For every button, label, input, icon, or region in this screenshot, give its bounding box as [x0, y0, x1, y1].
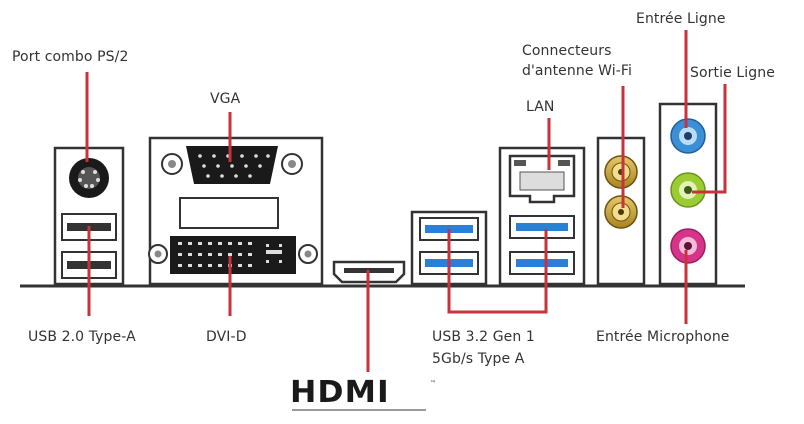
leader-line-out [692, 84, 727, 194]
hdmi-logo: HDMI ™ [290, 378, 438, 414]
leader-usb32 [447, 229, 548, 314]
hdmi-logo-text: HDMI [290, 375, 390, 410]
hdmi-logo-tagline-bar [292, 409, 426, 411]
leader-lines [85, 30, 727, 372]
wifi-antenna-block [596, 136, 646, 286]
label-dvid: DVI-D [206, 329, 247, 345]
label-ps2: Port combo PS/2 [12, 49, 129, 65]
label-wifi-line2: d'antenne Wi-Fi [522, 63, 632, 79]
lan-usb32-block [498, 146, 586, 286]
label-wifi-line1: Connecteurs [522, 43, 612, 59]
label-usb20: USB 2.0 Type-A [28, 329, 136, 345]
label-vga: VGA [210, 91, 241, 107]
label-mic: Entrée Microphone [596, 329, 730, 345]
vga-dvi-block [148, 136, 324, 286]
label-lan: LAN [526, 99, 555, 115]
label-line-in: Entrée Ligne [636, 11, 726, 27]
label-line-out: Sortie Ligne [690, 65, 775, 81]
label-usb32-line2: 5Gb/s Type A [432, 351, 525, 367]
label-usb32-line1: USB 3.2 Gen 1 [432, 329, 535, 345]
hdmi-trademark: ™ [430, 380, 436, 387]
audio-block [658, 102, 718, 286]
